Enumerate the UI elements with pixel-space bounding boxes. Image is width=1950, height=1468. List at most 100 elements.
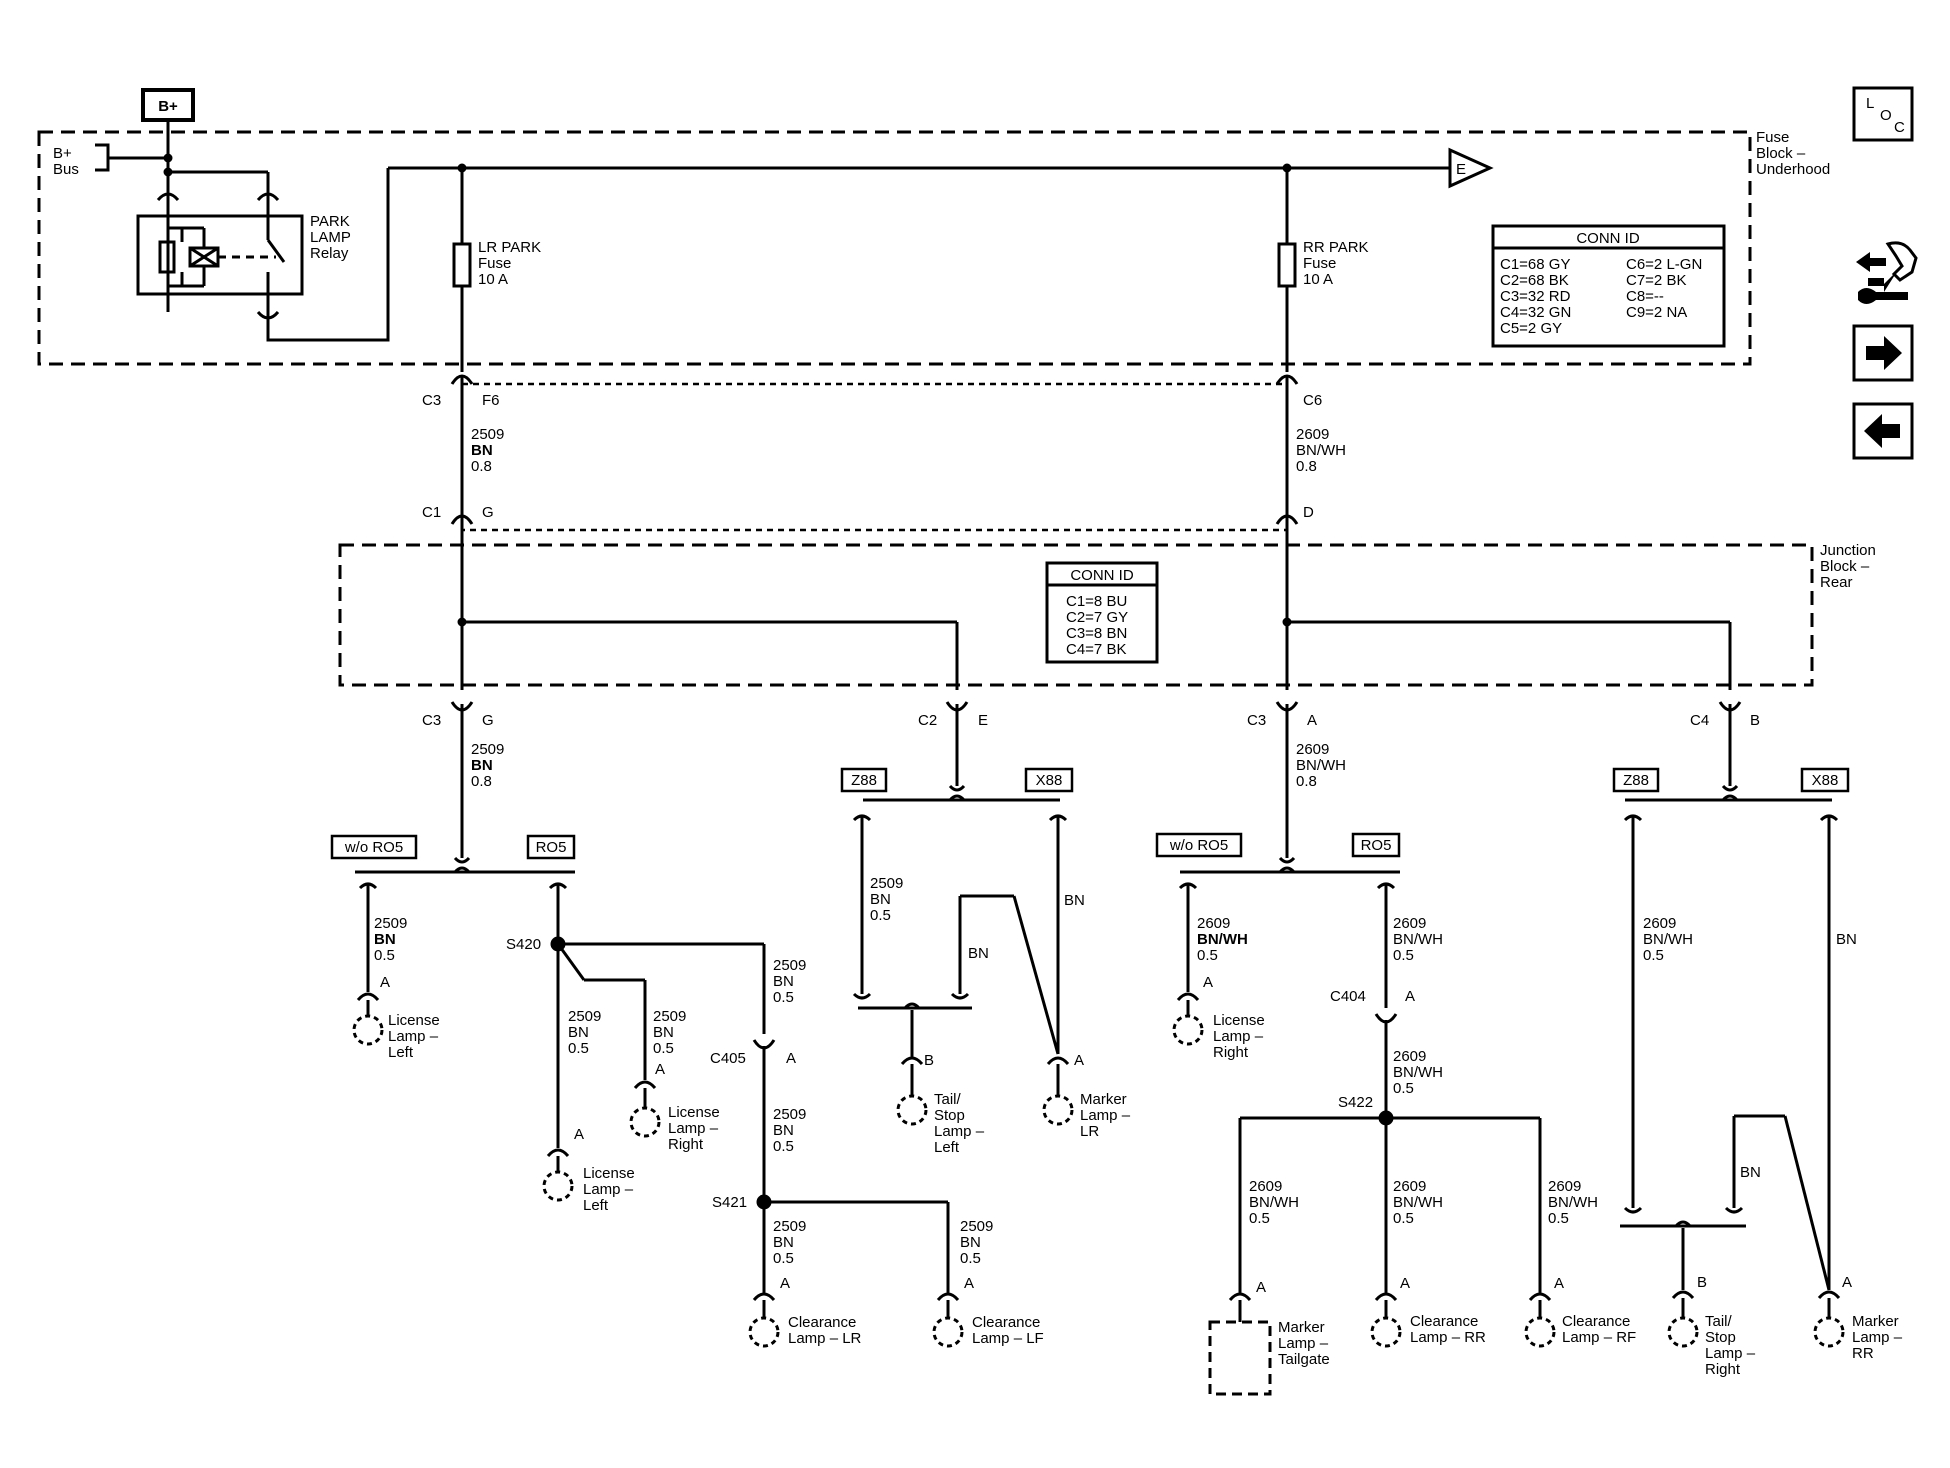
svg-text:Marker: Marker	[1278, 1319, 1325, 1336]
svg-text:Lamp – RR: Lamp – RR	[1410, 1329, 1486, 1346]
svg-text:B: B	[924, 1052, 934, 1069]
svg-text:Marker: Marker	[1852, 1313, 1899, 1330]
wiring-harness-icon[interactable]	[1856, 241, 1918, 304]
svg-text:Left: Left	[583, 1197, 609, 1214]
arrow-right-icon[interactable]	[1852, 324, 1914, 382]
svg-text:0.8: 0.8	[471, 773, 492, 790]
conn-id-underhood-box	[1491, 224, 1726, 348]
svg-text:CONN ID: CONN ID	[1070, 567, 1134, 584]
svg-text:2609: 2609	[1393, 1178, 1426, 1195]
svg-text:BN/WH: BN/WH	[1393, 1064, 1443, 1081]
svg-text:Fuse: Fuse	[1756, 129, 1789, 146]
svg-text:0.5: 0.5	[773, 989, 794, 1006]
clearance-lamp-rr	[1370, 1316, 1402, 1348]
svg-text:A: A	[1554, 1275, 1564, 1292]
svg-text:X88: X88	[1812, 772, 1839, 789]
svg-text:L: L	[1866, 95, 1874, 112]
svg-text:Left: Left	[388, 1044, 414, 1061]
svg-text:C4=7 BK: C4=7 BK	[1066, 641, 1126, 658]
svg-text:Rear: Rear	[1820, 574, 1853, 591]
svg-text:C1=68 GY: C1=68 GY	[1500, 256, 1570, 273]
license-lamp-right-ro5-left	[629, 1106, 661, 1138]
svg-text:0.5: 0.5	[1249, 1210, 1270, 1227]
svg-text:RR PARK: RR PARK	[1303, 239, 1369, 256]
svg-text:LR: LR	[1080, 1123, 1099, 1140]
license-lamp-left-ro5	[542, 1170, 574, 1202]
svg-text:2509: 2509	[471, 741, 504, 758]
svg-text:C1: C1	[422, 504, 441, 521]
svg-text:BN: BN	[1064, 892, 1085, 909]
svg-text:A: A	[1842, 1274, 1852, 1291]
svg-text:BN/WH: BN/WH	[1643, 931, 1693, 948]
svg-text:BN: BN	[773, 1234, 794, 1251]
svg-text:A: A	[380, 974, 390, 991]
junction-block-rear-outline	[338, 543, 1814, 687]
marker-lamp-lr	[1042, 1094, 1074, 1126]
svg-text:C3=8 BN: C3=8 BN	[1066, 625, 1127, 642]
fuse-block-underhood-outline	[37, 130, 1752, 366]
option-ro5-right	[1351, 832, 1401, 858]
svg-text:RO5: RO5	[1361, 837, 1392, 854]
svg-text:A: A	[1307, 712, 1317, 729]
svg-text:BN: BN	[568, 1024, 589, 1041]
svg-text:10 A: 10 A	[478, 271, 508, 288]
svg-text:0.5: 0.5	[870, 907, 891, 924]
svg-text:G: G	[482, 504, 494, 521]
svg-text:A: A	[1405, 988, 1415, 1005]
clearance-lamp-lf	[932, 1316, 964, 1348]
svg-text:Block –: Block –	[1820, 558, 1870, 575]
svg-text:CONN ID: CONN ID	[1576, 230, 1640, 247]
svg-text:Lamp – RF: Lamp – RF	[1562, 1329, 1636, 1346]
svg-text:B+: B+	[53, 145, 72, 162]
marker-lamp-tailgate	[1208, 1320, 1272, 1396]
svg-text:A: A	[1074, 1052, 1084, 1069]
svg-text:A: A	[780, 1275, 790, 1292]
svg-text:S422: S422	[1338, 1094, 1373, 1111]
option-wo-ro5-left	[330, 834, 418, 860]
svg-text:2509: 2509	[374, 915, 407, 932]
svg-text:S420: S420	[506, 936, 541, 953]
park-lamp-relay	[136, 214, 304, 296]
svg-text:Lamp –: Lamp –	[1213, 1028, 1264, 1045]
arrow-left-icon[interactable]	[1852, 402, 1914, 460]
svg-text:0.5: 0.5	[1393, 947, 1414, 964]
option-z88-left	[840, 767, 888, 793]
bplus-label: B+	[158, 98, 178, 115]
option-x88-right	[1800, 767, 1850, 793]
svg-text:Lamp – LF: Lamp – LF	[972, 1330, 1044, 1347]
svg-text:2509: 2509	[653, 1008, 686, 1025]
svg-text:Lamp –: Lamp –	[583, 1181, 634, 1198]
svg-text:2609: 2609	[1197, 915, 1230, 932]
clearance-lamp-rf	[1524, 1316, 1556, 1348]
svg-text:License: License	[1213, 1012, 1265, 1029]
svg-text:BN/WH: BN/WH	[1197, 931, 1248, 948]
svg-text:0.5: 0.5	[773, 1250, 794, 1267]
loc-icon[interactable]: L O C	[1852, 86, 1914, 142]
option-z88-right	[1612, 767, 1660, 793]
svg-text:0.5: 0.5	[1548, 1210, 1569, 1227]
svg-text:2609: 2609	[1393, 1048, 1426, 1065]
svg-text:Z88: Z88	[1623, 772, 1649, 789]
svg-text:A: A	[1203, 974, 1213, 991]
svg-text:2609: 2609	[1548, 1178, 1581, 1195]
svg-text:BN/WH: BN/WH	[1249, 1194, 1299, 1211]
svg-text:2509: 2509	[870, 875, 903, 892]
svg-text:BN: BN	[471, 442, 493, 459]
svg-text:A: A	[786, 1050, 796, 1067]
svg-text:A: A	[964, 1275, 974, 1292]
svg-text:Tail/: Tail/	[934, 1091, 962, 1108]
tail-stop-lamp-left	[896, 1094, 928, 1126]
svg-text:C4=32 GN: C4=32 GN	[1500, 304, 1571, 321]
svg-text:BN/WH: BN/WH	[1296, 757, 1346, 774]
svg-text:Stop: Stop	[1705, 1329, 1736, 1346]
svg-text:BN: BN	[374, 931, 396, 948]
svg-text:BN/WH: BN/WH	[1393, 931, 1443, 948]
svg-text:Lamp –: Lamp –	[388, 1028, 439, 1045]
svg-text:D: D	[1303, 504, 1314, 521]
e-connector-arrow	[1448, 147, 1494, 189]
lr-park-fuse	[452, 242, 472, 288]
svg-text:0.5: 0.5	[1393, 1080, 1414, 1097]
svg-text:C3=32 RD: C3=32 RD	[1500, 288, 1571, 305]
svg-text:2509: 2509	[471, 426, 504, 443]
svg-text:Lamp – LR: Lamp – LR	[788, 1330, 862, 1347]
